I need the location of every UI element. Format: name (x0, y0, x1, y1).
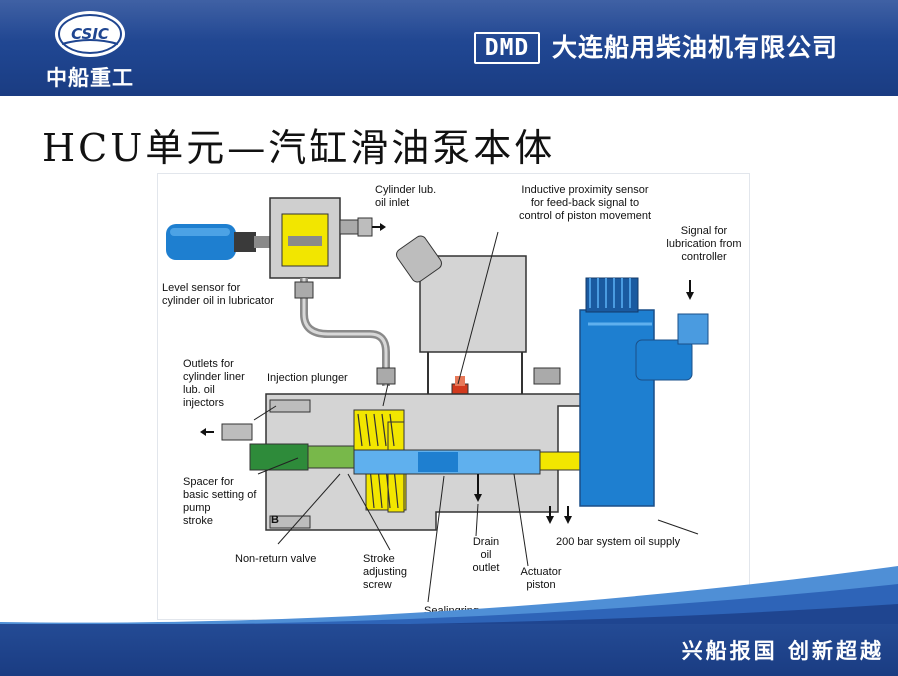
csic-logo-text: CSIC (71, 25, 109, 43)
group-name: 中船重工 (46, 66, 134, 90)
hcu-pump-diagram: Cylinder lub. oil inlet Inductive proxim… (157, 173, 750, 620)
footer-wave (0, 566, 898, 630)
pump-illustration (166, 197, 709, 603)
label-drain-outlet: Drain oil outlet (472, 536, 500, 574)
label-level-sensor: Level sensor for cylinder oil in lubrica… (162, 282, 274, 307)
level-sensor (166, 224, 284, 260)
dmd-mark: DMD (474, 32, 540, 64)
label-cylinder-lub-inlet: Cylinder lub. oil inlet (375, 184, 437, 209)
label-actuator-piston: Actuator piston (520, 566, 562, 591)
label-non-return-valve: Non-return valve (235, 553, 317, 565)
slide-title: HCU单元—汽缸滑油泵本体 (42, 126, 556, 170)
solenoid-valve (579, 277, 709, 507)
label-port-b: B (271, 514, 279, 526)
label-stroke-screw: Stroke adjusting screw (363, 553, 408, 591)
header-band: CSIC 中船重工 DMD 大连船用柴油机有限公司 (0, 0, 898, 96)
label-outlets: Outlets for cylinder liner lub. oil inje… (183, 358, 245, 409)
label-signal: Signal for lubrication from controller (666, 225, 742, 263)
label-spacer: Spacer for basic setting of pump stroke (183, 476, 257, 527)
slogan: 兴船报国 创新超越 (681, 639, 884, 663)
csic-logo-icon: CSIC (55, 11, 125, 57)
leader-lines (253, 231, 699, 603)
lubricator-housing (269, 197, 386, 279)
pump-body (200, 393, 589, 531)
footer-band (0, 624, 898, 676)
header-sheen (0, 0, 898, 40)
label-inductive-sensor: Inductive proximity sensor for feed-back… (518, 184, 652, 222)
label-system-oil-supply: 200 bar system oil supply (556, 536, 681, 548)
label-injection-plunger: Injection plunger (267, 372, 348, 384)
company-name: 大连船用柴油机有限公司 (552, 33, 839, 62)
